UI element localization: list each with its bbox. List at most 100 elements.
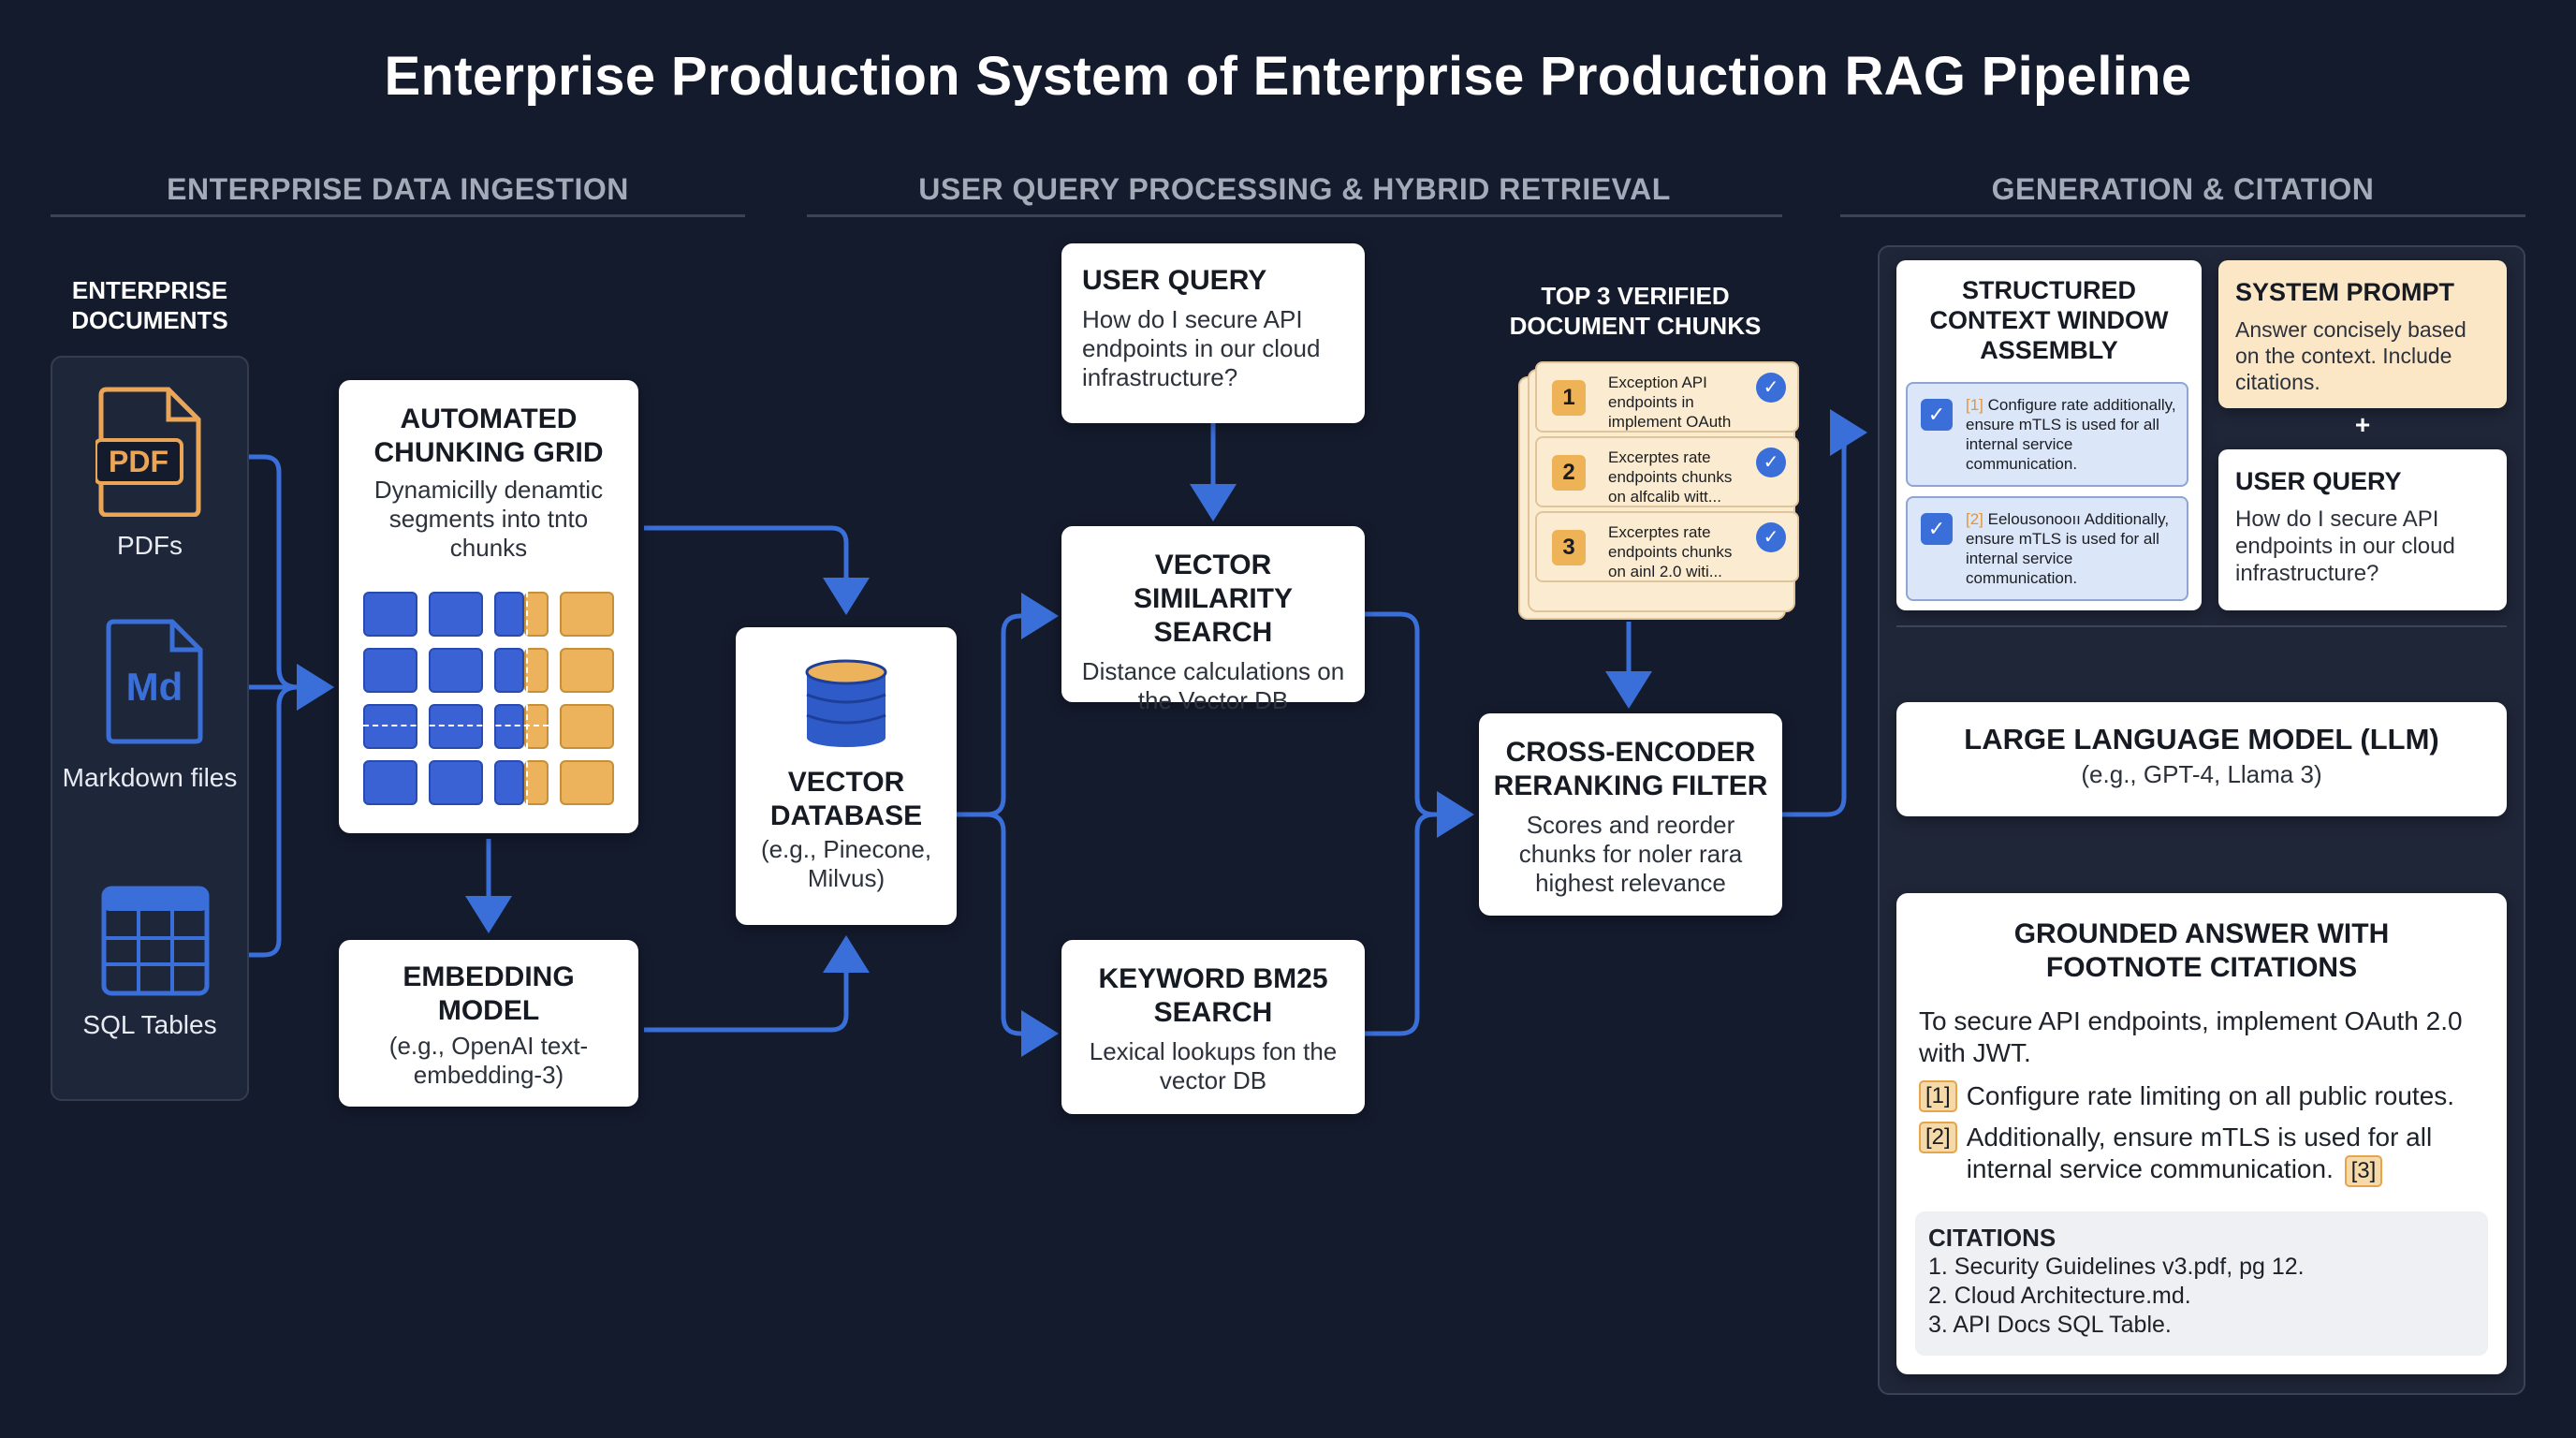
chunk-cell <box>494 704 524 749</box>
chunk-cell <box>560 648 614 693</box>
chunk-cell <box>494 648 524 693</box>
system-prompt-title: SYSTEM PROMPT <box>2235 278 2455 306</box>
chunk-cell <box>363 592 417 637</box>
context-item: ✓ [1] Configure rate additionally, ensur… <box>1906 382 2188 487</box>
user-query-card: USER QUERY How do I secure API endpoints… <box>1061 243 1365 423</box>
chunk-cell <box>429 592 483 637</box>
vector-database-card: VECTOR DATABASE (e.g., Pinecone, Milvus) <box>736 627 957 925</box>
checkbox-icon: ✓ <box>1921 513 1953 545</box>
reranking-filter-card: CROSS-ENCODER RERANKING FILTER Scores an… <box>1479 713 1782 916</box>
check-icon: ✓ <box>1756 373 1786 403</box>
top-chunks-list: 1 Exception API endpoints in implement O… <box>1516 360 1799 612</box>
embedding-desc: (e.g., OpenAI text-embedding-3) <box>388 1032 589 1089</box>
arrow-vectordb-fork-bm25 <box>986 812 1059 1057</box>
section-heading-retrieval: USER QUERY PROCESSING & HYBRID RETRIEVAL <box>918 172 1671 206</box>
markdown-label: Markdown files <box>62 763 238 792</box>
markdown-file-icon: Md <box>105 618 206 745</box>
arrow-vectordb-fork <box>957 593 1059 817</box>
section-heading-generation: GENERATION & CITATION <box>1991 172 2375 206</box>
section-divider <box>807 214 1782 217</box>
chunk-cell <box>429 704 483 749</box>
chunk-cell <box>363 648 417 693</box>
chunk-cell <box>524 760 549 805</box>
plus-icon: + <box>2354 410 2371 439</box>
query-context-card: USER QUERY How do I secure API endpoints… <box>2218 449 2507 610</box>
chunk-cell <box>429 760 483 805</box>
chunk-grid <box>363 592 616 816</box>
chunk-divider <box>526 592 528 805</box>
chunk-cell <box>524 648 549 693</box>
vector-search-desc: Distance calculations on the Vector DB <box>1081 657 1345 714</box>
llm-desc: (e.g., GPT-4, Llama 3) <box>2081 760 2322 788</box>
grounded-answer-card: GROUNDED ANSWER WITH FOOTNOTE CITATIONS … <box>1896 893 2507 1374</box>
keyword-bm25-search-card: KEYWORD BM25 SEARCH Lexical lookups fon … <box>1061 940 1365 1114</box>
citations-title: CITATIONS <box>1928 1224 2056 1252</box>
llm-card: LARGE LANGUAGE MODEL (LLM) (e.g., GPT-4,… <box>1896 702 2507 816</box>
chunk-cell <box>494 760 524 805</box>
sql-table-icon <box>101 886 210 996</box>
panel-divider <box>1896 625 2507 627</box>
chunk-cell <box>560 592 614 637</box>
section-divider <box>1840 214 2525 217</box>
chunk-cell <box>560 704 614 749</box>
bm25-title: KEYWORD BM25 SEARCH <box>1098 963 1328 1028</box>
chunk-cell <box>363 760 417 805</box>
check-icon: ✓ <box>1756 448 1786 477</box>
context-window-title: STRUCTURED CONTEXT WINDOW ASSEMBLY <box>1929 276 2169 364</box>
query-copy-text: How do I secure API endpoints in our clo… <box>2235 506 2455 586</box>
chunk-item: 1 Exception API endpoints in implement O… <box>1535 361 1799 433</box>
answer-point: [2] Additionally, ensure mTLS is used fo… <box>1919 1122 2484 1187</box>
embedding-title: EMBEDDING MODEL <box>402 961 575 1026</box>
llm-title: LARGE LANGUAGE MODEL (LLM) <box>1964 723 2439 756</box>
top-chunks-heading: TOP 3 VERIFIED DOCUMENT CHUNKS <box>1509 282 1762 340</box>
arrow-reranker-to-generation <box>1782 409 1867 817</box>
pdfs-label: PDFs <box>117 531 183 560</box>
reranker-desc: Scores and reorder chunks for noler rara… <box>1518 811 1743 897</box>
vector-db-title: VECTOR DATABASE <box>769 767 923 831</box>
vector-similarity-search-card: VECTOR SIMILARITY SEARCH Distance calcul… <box>1061 526 1365 714</box>
chunk-item: 3 Excerptes rate endpoints chunks on ain… <box>1535 511 1799 582</box>
checkbox-icon: ✓ <box>1921 399 1953 431</box>
citation-item: 3. API Docs SQL Table. <box>1928 1312 2172 1338</box>
citation-tag: [1] <box>1919 1080 1957 1112</box>
chunk-cell <box>524 592 549 637</box>
user-query-text: How do I secure API endpoints in our clo… <box>1082 305 1321 391</box>
chunk-cell <box>494 592 524 637</box>
citation-tag: [3] <box>2344 1155 2383 1187</box>
sql-tables-label: SQL Tables <box>82 1010 217 1039</box>
chunking-grid-card: AUTOMATED CHUNKING GRID Dynamicilly dena… <box>339 380 638 833</box>
citation-tag: [2] <box>1919 1122 1957 1153</box>
chunk-divider <box>363 725 549 726</box>
arrow-bm25-to-reranker <box>1365 812 1435 1036</box>
check-icon: ✓ <box>1756 522 1786 552</box>
arrow-embedding-to-vectordb <box>644 935 870 1033</box>
answer-intro: To secure API endpoints, implement OAuth… <box>1919 1006 2463 1067</box>
answer-point: [1] Configure rate limiting on all publi… <box>1919 1080 2484 1112</box>
chunk-cell <box>429 648 483 693</box>
section-divider <box>51 214 745 217</box>
context-item: ✓ [2] Eelousonooıı Additionally, ensure … <box>1906 496 2188 601</box>
vector-search-title: VECTOR SIMILARITY SEARCH <box>1134 550 1293 648</box>
database-icon <box>801 657 891 747</box>
citation-item: 2. Cloud Architecture.md. <box>1928 1283 2191 1309</box>
chunk-cell <box>524 704 549 749</box>
vector-db-desc: (e.g., Pinecone, Milvus) <box>760 835 932 892</box>
chunk-cell <box>363 704 417 749</box>
pdf-file-icon: PDF <box>94 386 204 518</box>
answer-title: GROUNDED ANSWER WITH FOOTNOTE CITATIONS <box>2013 918 2390 983</box>
system-prompt-card: SYSTEM PROMPT Answer concisely based on … <box>2218 260 2507 408</box>
citation-item: 1. Security Guidelines v3.pdf, pg 12. <box>1928 1254 2305 1280</box>
chunk-item: 2 Excerptes rate endpoints chunks on alf… <box>1535 436 1799 507</box>
citations-box: CITATIONS 1. Security Guidelines v3.pdf,… <box>1915 1211 2488 1356</box>
context-window-card: STRUCTURED CONTEXT WINDOW ASSEMBLY ✓ [1]… <box>1896 260 2202 610</box>
arrow-sql-to-chunking <box>217 684 299 958</box>
chunking-title: AUTOMATED CHUNKING GRID <box>373 404 604 468</box>
query-copy-title: USER QUERY <box>2235 467 2402 495</box>
embedding-model-card: EMBEDDING MODEL (e.g., OpenAI text-embed… <box>339 940 638 1107</box>
documents-heading: ENTERPRISE DOCUMENTS <box>71 276 228 334</box>
arrow-vector-to-reranker <box>1365 611 1474 838</box>
system-prompt-text: Answer concisely based on the context. I… <box>2235 317 2466 394</box>
page-title: Enterprise Production System of Enterpri… <box>384 46 2192 107</box>
chunk-cell <box>560 760 614 805</box>
